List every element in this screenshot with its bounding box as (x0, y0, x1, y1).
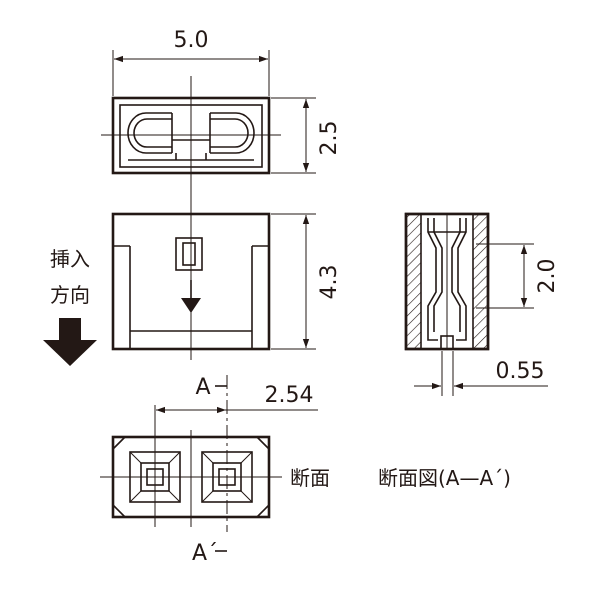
front-height-label: 4.3 (317, 265, 342, 300)
insert-label-line1: 挿入 (50, 247, 90, 271)
dimension-contact-thickness: 0.55 (414, 351, 548, 396)
width-label: 5.0 (174, 28, 209, 53)
section-view (404, 212, 490, 351)
section-mark-a: A (195, 375, 210, 400)
dimension-front-height: 4.3 (271, 213, 342, 350)
section-height-label: 2.0 (535, 259, 560, 294)
bottom-view (100, 405, 282, 527)
dimension-pitch: 2.54 (156, 383, 318, 414)
section-view-title: 断面図(A—A´) (378, 466, 511, 490)
section-face-label: 断面 (290, 466, 330, 490)
dimension-top-height: 2.5 (271, 97, 342, 174)
insertion-direction: 挿入 方向 (43, 247, 97, 366)
dimension-section-height: 2.0 (476, 243, 560, 309)
section-mark-a-prime: A´ (192, 541, 218, 566)
top-height-label: 2.5 (317, 121, 342, 156)
contact-thickness-label: 0.55 (496, 359, 545, 384)
dimension-width: 5.0 (112, 28, 270, 96)
pitch-label: 2.54 (265, 383, 314, 408)
section-cut-line: A A´ (192, 375, 228, 566)
insert-label-line2: 方向 (50, 283, 90, 307)
insert-arrow-icon (43, 318, 97, 366)
